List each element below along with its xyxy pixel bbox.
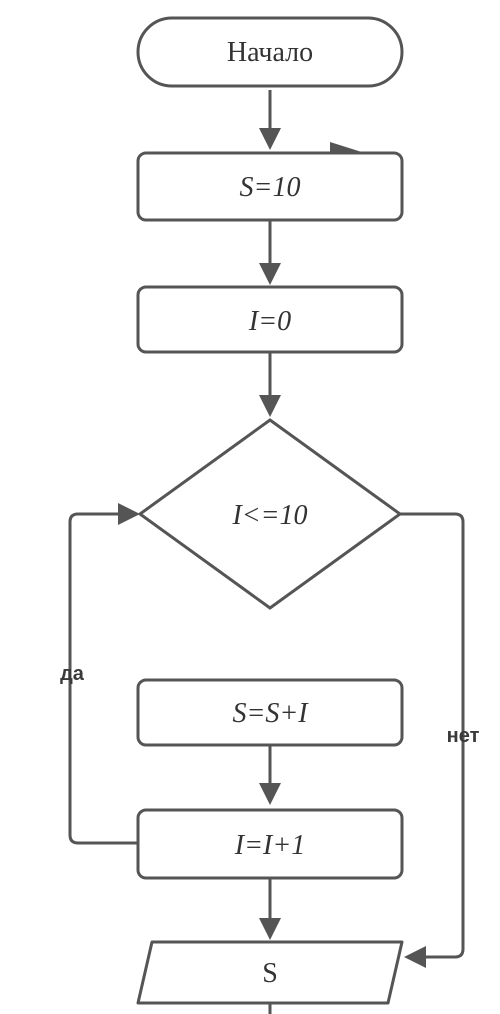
process-init-i: I=0 [136, 285, 404, 354]
condition-label: I<=10 [231, 500, 307, 531]
loop-back-line [68, 512, 138, 845]
decision-condition: I<=10 [137, 418, 403, 610]
connectors [68, 90, 465, 1014]
inc-box [136, 808, 404, 880]
output-label: S [262, 958, 278, 989]
output-io: S [136, 940, 404, 1005]
exit-no-line [400, 512, 465, 959]
arrowhead-init-s-to-init-i [259, 263, 281, 285]
arrowhead-inc-to-output [259, 918, 281, 940]
arrowhead-init-i-to-condition [259, 395, 281, 417]
process-inc: I=I+1 [136, 808, 404, 880]
inc-label: I=I+1 [234, 830, 305, 861]
start-shape [136, 16, 404, 88]
yes-label: да [60, 663, 85, 685]
arrowhead-sum-to-inc [259, 783, 281, 805]
process-init-s: S=10 [136, 151, 404, 222]
init-s-label: S=10 [240, 172, 301, 203]
init-i-label: I=0 [248, 306, 291, 337]
stray-arrowhead [330, 142, 368, 154]
no-label: нет [447, 725, 480, 747]
output-parallelogram [136, 940, 404, 1005]
arrowhead-start-to-init-s [259, 128, 281, 150]
arrowhead-exit-no [404, 946, 426, 968]
start-terminator: Начало [136, 16, 404, 88]
start-label: Начало [227, 37, 313, 68]
condition-diamond [137, 418, 403, 610]
init-i-box [136, 285, 404, 354]
arrowhead-loop-back [118, 503, 140, 525]
sum-label: S=S+I [232, 698, 309, 729]
sum-box [136, 678, 404, 747]
init-s-box [136, 151, 404, 222]
process-sum: S=S+I [136, 678, 404, 747]
